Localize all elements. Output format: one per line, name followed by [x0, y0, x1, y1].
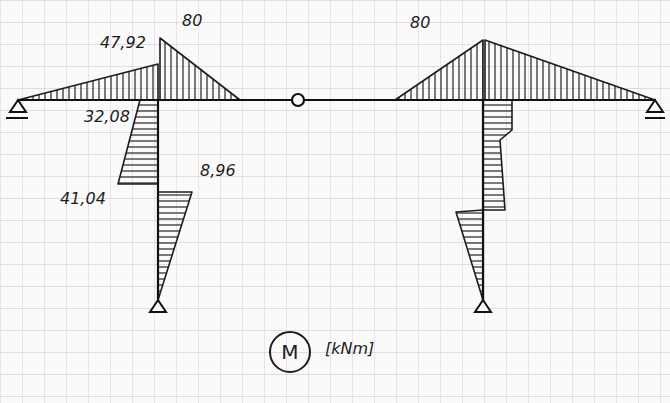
diagram-letter: M	[281, 340, 298, 364]
moment-value: 41,04	[60, 190, 106, 208]
moment-value: 80	[182, 12, 202, 30]
circled-letter: M	[269, 331, 311, 373]
moment-value: 32,08	[84, 108, 130, 126]
moment-value: 47,92	[100, 34, 146, 52]
moment-value: 8,96	[200, 162, 236, 180]
moment-value: 80	[410, 14, 430, 32]
unit-label: [kNm]	[325, 340, 374, 358]
